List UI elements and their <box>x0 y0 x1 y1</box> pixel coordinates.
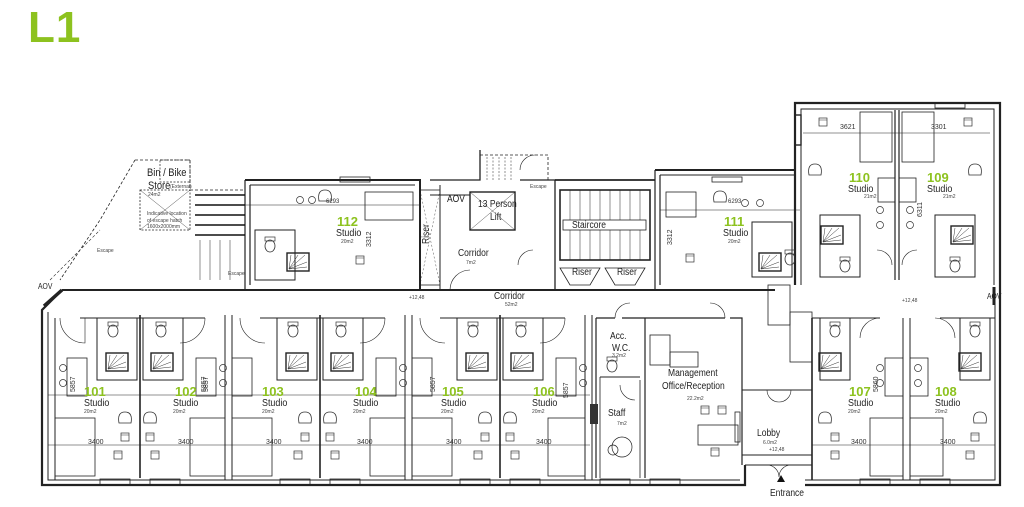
corridor-main-name: Corridor <box>494 291 525 302</box>
room-104-type: Studio <box>353 397 379 409</box>
room-101-type: Studio <box>84 397 110 409</box>
room-107-number: 107 <box>849 384 871 399</box>
room-111-number: 111 <box>724 214 745 229</box>
room-105-width-dim: 3400 <box>446 439 462 446</box>
riser-mid-name: Riser <box>572 267 592 278</box>
corridor-main-area: 52m2 <box>505 302 518 308</box>
room-102-width-dim: 3400 <box>178 439 194 446</box>
room-110-number: 110 <box>849 170 870 185</box>
aov-top-label: AOV <box>447 194 465 205</box>
corridor-upper-area: 7m2 <box>466 260 476 266</box>
level-title: L1 <box>28 3 82 52</box>
acc-wc-area: 3.2m2 <box>612 353 626 359</box>
aov-right-label: AOV <box>987 292 1002 301</box>
room-109-number: 109 <box>927 170 949 185</box>
room-106-depth-dim: 5857 <box>563 382 570 398</box>
room-108-area: 20m2 <box>935 409 948 415</box>
staff-area: 7m2 <box>617 421 627 427</box>
room-103-type: Studio <box>262 397 288 409</box>
escape-hatch-annotation: Indicative location of escape hatch 1600… <box>147 211 187 230</box>
room-108-number: 108 <box>935 384 957 399</box>
room-105-type: Studio <box>441 397 467 409</box>
room-109-type: Studio <box>927 183 953 195</box>
room-102-type: Studio <box>173 397 199 409</box>
room-111-type: Studio <box>723 227 749 239</box>
escape-label-outer: Escape <box>97 248 114 254</box>
room-109-width-dim: 3301 <box>931 124 947 131</box>
acc-wc-name-2: W.C. <box>612 343 631 354</box>
entrance-label: Entrance <box>770 488 805 499</box>
escape-label-bin: Escape <box>228 271 245 277</box>
riser-left-name: Riser <box>421 224 432 244</box>
staff-name: Staff <box>608 408 626 419</box>
room-103-number: 103 <box>262 384 284 399</box>
staircore-name: Staircore <box>572 220 607 231</box>
bin-store-name-2: Store <box>148 180 171 192</box>
room-112-number: 112 <box>337 214 358 229</box>
room-111-depth-dim: 3312 <box>667 229 674 245</box>
room-110-type: Studio <box>848 183 874 195</box>
management-area: 22.2m2 <box>687 396 704 402</box>
bin-store-area: 24m2 <box>148 192 161 198</box>
lift-name-1: 13 Person <box>478 199 517 210</box>
room-104-area: 20m2 <box>353 409 366 415</box>
lobby-area: 6.0m2 <box>763 440 777 446</box>
room-106-area: 20m2 <box>532 409 545 415</box>
room-102-area: 20m2 <box>173 409 186 415</box>
room-112-width-dim: 6293 <box>326 199 340 205</box>
room-110-width-dim: 3621 <box>840 124 856 131</box>
bin-store-note: (External) <box>170 184 192 190</box>
room-106-number: 106 <box>533 384 555 399</box>
room-101-area: 20m2 <box>84 409 97 415</box>
riser-right-name: Riser <box>617 267 637 278</box>
room-112-area: 20m2 <box>341 239 354 245</box>
room-102-number: 102 <box>175 384 197 399</box>
acc-wc-name-1: Acc. <box>610 331 627 342</box>
room-103-area: 20m2 <box>262 409 275 415</box>
room-109-depth-dim: 6311 <box>917 201 924 217</box>
room-111-width-dim: 6293 <box>728 199 742 205</box>
corridor-upper-name: Corridor <box>458 248 489 259</box>
lobby-level: +12,48 <box>769 447 785 453</box>
room-107-type: Studio <box>848 397 874 409</box>
room-105-depth-dim: 5857 <box>430 376 437 392</box>
bin-store-name-1: Bin / Bike <box>147 167 187 179</box>
room-112-type: Studio <box>336 227 362 239</box>
room-101-depth-dim: 5857 <box>70 376 77 392</box>
room-106-type: Studio <box>532 397 558 409</box>
management-name-1: Management <box>668 368 718 379</box>
room-104-width-dim: 3400 <box>357 439 373 446</box>
room-110-area: 21m2 <box>864 194 877 200</box>
room-112-depth-dim: 3312 <box>366 231 373 247</box>
aov-left-label: AOV <box>38 282 53 291</box>
room-101-width-dim: 3400 <box>88 439 104 446</box>
room-109-area: 21m2 <box>943 194 956 200</box>
right-level: +12,48 <box>902 298 918 304</box>
room-105-number: 105 <box>442 384 464 399</box>
corridor-level: +12,48 <box>409 295 425 301</box>
room-105-area: 20m2 <box>441 409 454 415</box>
room-111-area: 20m2 <box>728 239 741 245</box>
room-104-number: 104 <box>355 384 377 399</box>
room-101-number: 101 <box>84 384 106 399</box>
room-106-width-dim: 3400 <box>536 439 552 446</box>
room-108-type: Studio <box>935 397 961 409</box>
room-107-width-dim: 3400 <box>851 439 867 446</box>
room-107-depth-dim: 5860 <box>873 376 880 392</box>
room-108-width-dim: 3400 <box>940 439 956 446</box>
escape-label-lift: Escape <box>530 184 547 190</box>
room-107-area: 20m2 <box>848 409 861 415</box>
management-name-2: Office/Reception <box>662 381 725 392</box>
room-103-depth-dim: 5857 <box>201 376 208 392</box>
room-103-width-dim: 3400 <box>266 439 282 446</box>
lift-name-2: Lift <box>490 212 502 223</box>
lobby-name: Lobby <box>757 428 781 439</box>
